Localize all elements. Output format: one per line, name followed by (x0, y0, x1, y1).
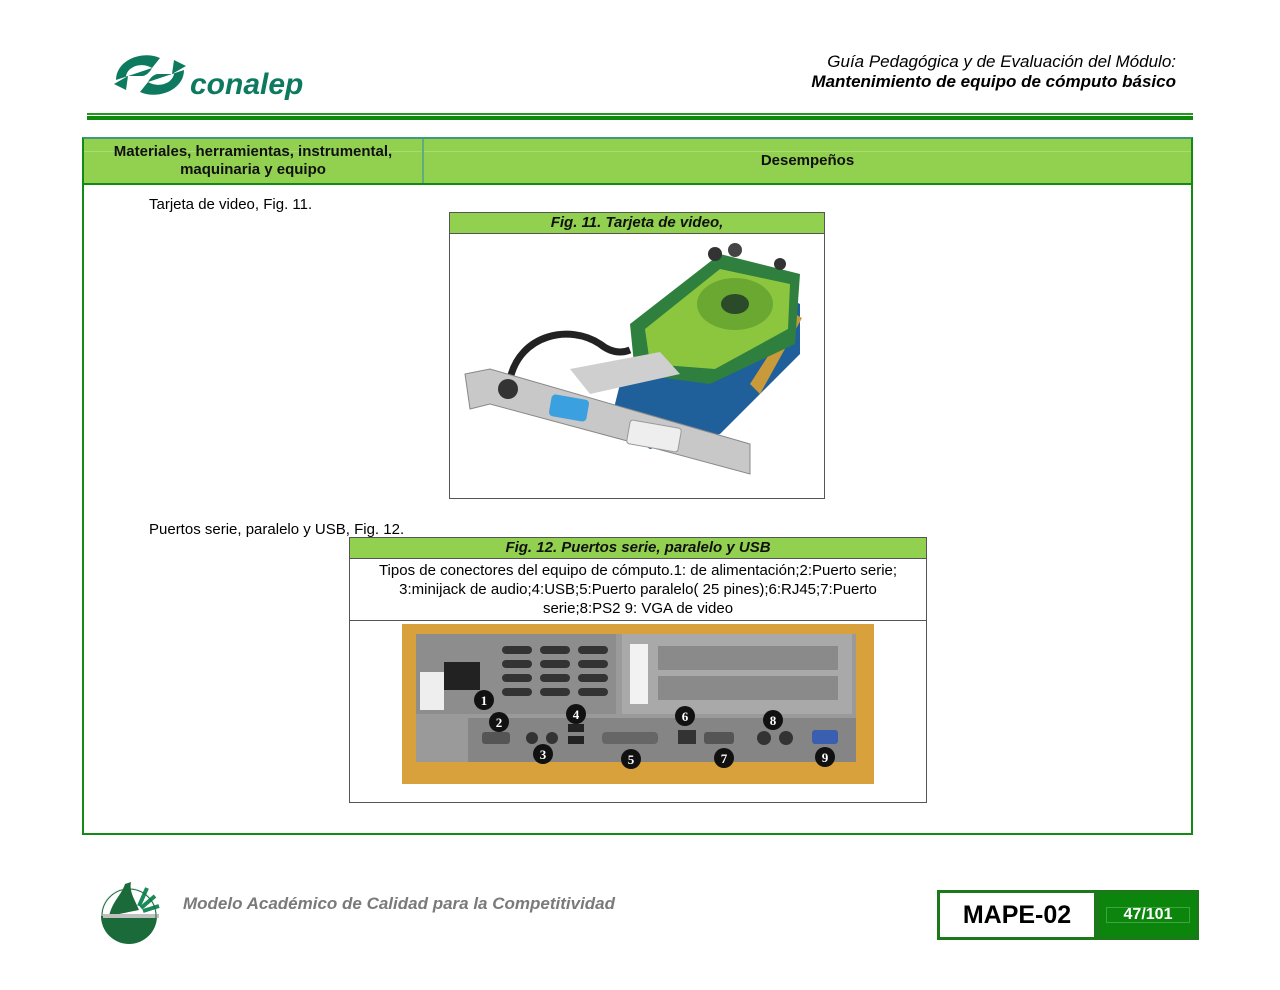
footer-model-text: Modelo Académico de Calidad para la Comp… (183, 894, 616, 913)
modelo-academico-logo (95, 876, 165, 946)
svg-text:2: 2 (496, 715, 503, 730)
figure-12: Fig. 12. Puertos serie, paralelo y USB T… (349, 537, 927, 803)
modelo-academico-emblem-icon (101, 882, 160, 944)
document-title: Guía Pedagógica y de Evaluación del Módu… (811, 52, 1176, 92)
page-number-label: 47/101 (1123, 906, 1173, 923)
header-divider-thin (87, 113, 1193, 115)
svg-text:4: 4 (573, 707, 580, 722)
page-number-inner-frame (1106, 907, 1190, 923)
document-code: MAPE-02 (937, 890, 1097, 940)
table-header-row: Materiales, herramientas, instrumental, … (84, 139, 1191, 185)
conalep-emblem-icon (114, 55, 186, 95)
video-card-image (464, 243, 802, 475)
rear-ports-image: 1 2 3 4 5 6 7 8 9 (402, 624, 874, 784)
svg-text:3: 3 (540, 747, 547, 762)
svg-text:7: 7 (721, 751, 728, 766)
logo-wordmark: conalep (190, 68, 304, 101)
figure-12-caption: Fig. 12. Puertos serie, paralelo y USB (350, 538, 926, 559)
svg-text:1: 1 (481, 693, 488, 708)
conalep-logo: conalep (112, 50, 312, 106)
content-table: Materiales, herramientas, instrumental, … (82, 137, 1193, 835)
figure-11-caption: Fig. 11. Tarjeta de video, (450, 213, 824, 234)
svg-text:6: 6 (682, 709, 689, 724)
header-divider-thick (87, 116, 1193, 120)
page-number: 47/101 (1097, 890, 1199, 940)
title-line-2: Mantenimiento de equipo de cómputo básic… (811, 72, 1176, 91)
item-label-puertos: Puertos serie, paralelo y USB, Fig. 12. (149, 521, 405, 538)
svg-text:8: 8 (770, 713, 777, 728)
svg-text:9: 9 (822, 750, 829, 765)
item-label-tarjeta-video: Tarjeta de video, Fig. 11. (149, 196, 313, 213)
header-desempenos: Desempeños (424, 139, 1191, 183)
document-code-label: MAPE-02 (962, 900, 1072, 929)
title-line-1: Guía Pedagógica y de Evaluación del Módu… (827, 52, 1176, 71)
header-inner-line (84, 151, 1191, 152)
figure-12-description: Tipos de conectores del equipo de cómput… (350, 559, 926, 621)
figure-11: Fig. 11. Tarjeta de video, (449, 212, 825, 499)
header-materiales-label: Materiales, herramientas, instrumental, … (113, 143, 393, 178)
header-materiales: Materiales, herramientas, instrumental, … (84, 139, 424, 183)
header-desempenos-label: Desempeños (760, 152, 855, 169)
svg-text:5: 5 (628, 752, 635, 767)
